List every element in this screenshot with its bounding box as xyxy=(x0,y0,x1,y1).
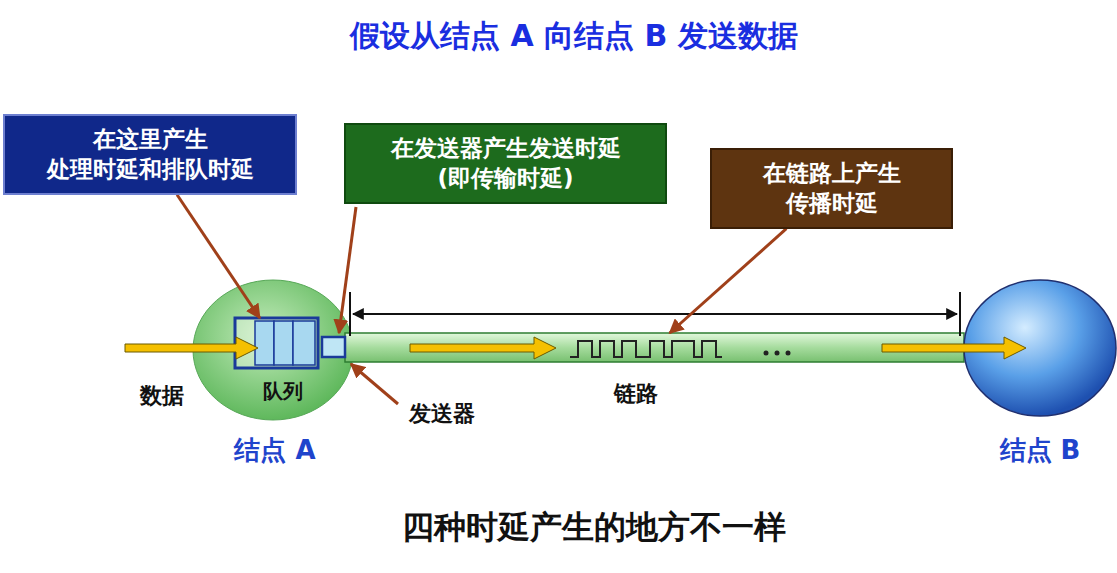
bracket-tick xyxy=(959,292,961,336)
callout-box: 在这里产生 处理时延和排队时延 xyxy=(3,114,297,195)
queue-cell xyxy=(293,321,315,365)
link-tube: 链路 xyxy=(345,333,962,362)
callout-text: 在链路上产生 传播时延 xyxy=(722,158,941,219)
queue-box: 队列 xyxy=(235,318,318,368)
part-label: 发送器 xyxy=(409,399,475,429)
signal-arrow xyxy=(882,337,1026,359)
signal-arrow xyxy=(410,337,556,359)
node-circle: 结点 B xyxy=(962,280,1116,416)
callout-text: 在发送器产生发送时延 (即传输时延) xyxy=(356,133,655,194)
leader-arrow xyxy=(670,229,787,333)
leader-arrow xyxy=(177,195,260,318)
data-arrow xyxy=(125,337,258,359)
callout-text: 在这里产生 处理时延和排队时延 xyxy=(15,124,285,185)
leader-line xyxy=(351,364,398,404)
queue-cell xyxy=(255,321,274,365)
ellipsis-dot xyxy=(764,351,769,356)
span-bracket xyxy=(353,313,957,315)
part-label: 数据 xyxy=(140,381,184,411)
square-wave xyxy=(570,341,722,357)
ellipsis-dot xyxy=(775,351,780,356)
ellipsis-dot xyxy=(786,351,791,356)
node-label: 结点 B xyxy=(1000,433,1081,468)
leader-line xyxy=(339,207,356,333)
callout-box: 在链路上产生 传播时延 xyxy=(710,148,953,229)
node-label: 链路 xyxy=(614,379,658,409)
transmitter-box xyxy=(322,337,345,357)
caption: 四种时延产生的地方不一样 xyxy=(402,506,786,550)
title: 假设从结点 A 向结点 B 发送数据 xyxy=(350,16,798,57)
node-label: 队列 xyxy=(263,378,303,405)
node-circle: 结点 A队列 xyxy=(193,280,353,420)
link-tube xyxy=(345,333,964,362)
queue-cell xyxy=(274,321,293,365)
bracket-tick xyxy=(349,292,351,336)
callout-box: 在发送器产生发送时延 (即传输时延) xyxy=(344,123,667,204)
node-label: 结点 A xyxy=(234,433,315,468)
